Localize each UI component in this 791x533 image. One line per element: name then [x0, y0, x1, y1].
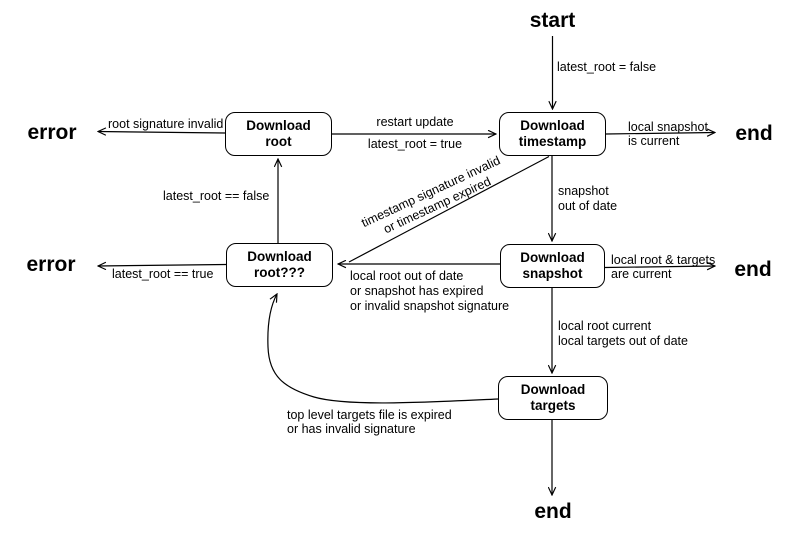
terminal-end-mid: end	[734, 258, 772, 281]
label-latest-root-true: latest_root = true	[367, 137, 463, 151]
label-snapshot-out-of-date: snapshot out of date	[558, 184, 618, 213]
label-local-root-and-targets-current: local root & targets are current	[611, 253, 716, 281]
edge-root3-to-error	[98, 265, 227, 267]
edge-targets-to-root3-curve	[267, 294, 499, 404]
label-top-level-targets-expired: top level targets file is expired or has…	[287, 408, 452, 436]
edge-timestamp-to-end	[605, 133, 715, 135]
state-download-root: Download root	[225, 112, 332, 156]
terminal-end-top: end	[735, 122, 773, 145]
edge-snapshot-to-end	[604, 266, 715, 268]
terminal-error-mid: error	[26, 253, 76, 276]
state-download-timestamp: Download timestamp	[499, 112, 606, 156]
terminal-start: start	[529, 9, 576, 32]
label-root-signature-invalid: root signature invalid	[108, 117, 224, 131]
label-local-root-current: local root current local targets out of …	[558, 319, 688, 348]
terminal-error-top: error	[27, 121, 77, 144]
label-restart-update: restart update	[376, 115, 454, 129]
edge-root-to-error	[98, 132, 226, 134]
terminal-end-bottom: end	[534, 500, 572, 523]
state-download-snapshot: Download snapshot	[500, 244, 605, 288]
edge-timestamp-to-root3-diagonal	[348, 155, 550, 263]
label-local-snapshot-is-current: local snapshot is current	[628, 120, 708, 148]
label-latest-root-eq-false: latest_root == false	[163, 189, 270, 203]
label-local-root-out-of-date: local root out of date or snapshot has e…	[350, 269, 510, 313]
state-download-root3: Download root???	[226, 243, 333, 287]
state-download-targets: Download targets	[498, 376, 608, 420]
label-latest-root-eq-true: latest_root == true	[112, 267, 214, 281]
label-latest-root-false: latest_root = false	[557, 60, 657, 74]
